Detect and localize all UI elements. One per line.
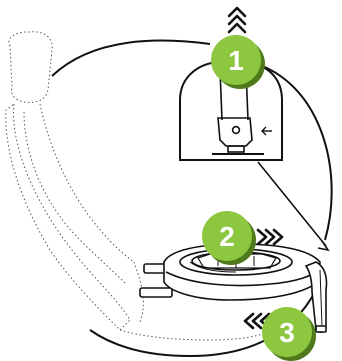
vehicle-seat-outline [5, 31, 273, 341]
support-leg-icon [304, 261, 328, 333]
step-2-badge: 2 [202, 211, 256, 265]
leader-arrowhead [317, 240, 330, 252]
step-1-badge: 1 [211, 35, 265, 89]
leader-line [257, 161, 327, 247]
step-1-arrow-icon [227, 6, 247, 34]
step-3-number: 3 [279, 317, 295, 348]
step-3-badge: 3 [262, 307, 316, 361]
release-arrow-icon [261, 126, 272, 136]
step-2-arrow-icon [256, 228, 284, 246]
step-1-number: 1 [228, 45, 244, 76]
step-2-number: 2 [219, 221, 235, 252]
